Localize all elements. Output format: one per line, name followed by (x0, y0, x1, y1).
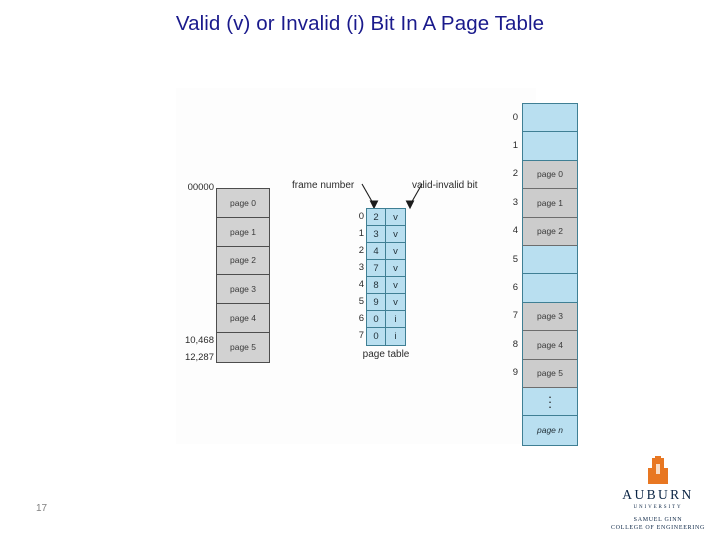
auburn-tower-icon (606, 456, 710, 486)
physical-frame-cell-page-n: page n (523, 416, 577, 445)
auburn-university-label: UNIVERSITY (633, 505, 683, 510)
page-table-frame: 0 (367, 311, 386, 327)
page-table-index: 2 (358, 245, 364, 256)
frame-index: 3 (512, 196, 518, 208)
page-table-row: 8 v (367, 277, 405, 294)
page-table-frame: 8 (367, 277, 386, 293)
frame-number-label: frame number (292, 180, 355, 191)
logical-address-top: 00000 (187, 182, 214, 193)
page-table-index: 4 (358, 279, 364, 290)
auburn-wordmark: AUBURN (622, 487, 694, 502)
logical-page-cell: page 5 (217, 332, 269, 362)
page-table-row: 9 v (367, 294, 405, 311)
frame-index: 6 (512, 282, 518, 294)
page-table-index: 3 (358, 262, 364, 273)
frame-index: 5 (512, 253, 518, 265)
frame-index (506, 387, 518, 415)
auburn-logo: AUBURN UNIVERSITY SAMUEL GINN COLLEGE OF… (606, 456, 710, 531)
logical-page-cell: page 0 (217, 189, 269, 218)
page-table: 2 v 3 v 4 v 7 v 8 v 9 v 0 i 0 i (366, 208, 406, 346)
physical-frame-label: page n (537, 425, 563, 436)
page-table-index: 6 (358, 313, 364, 324)
page-table-frame: 2 (367, 209, 386, 225)
page-table-row: 4 v (367, 243, 405, 260)
page-table-frame: 0 (367, 328, 386, 345)
page-table-frame: 9 (367, 294, 386, 310)
frame-index: 2 (512, 168, 518, 180)
page-table-frame: 7 (367, 260, 386, 276)
college-line-2: COLLEGE OF ENGINEERING (610, 525, 706, 531)
page-table-row: 7 v (367, 260, 405, 277)
pointer-arrows (361, 183, 423, 210)
physical-frame-index-column: 0 1 2 3 4 5 6 7 8 9 (506, 103, 518, 444)
page-table-frame: 3 (367, 226, 386, 242)
frame-index: 7 (512, 310, 518, 322)
page-table-validbit: v (386, 294, 405, 310)
frame-index: 1 (512, 140, 518, 152)
vertical-ellipsis-icon: ··· (523, 387, 577, 417)
physical-frame-cell: page 4 (523, 331, 577, 360)
page-table-validbit: v (386, 209, 405, 225)
page-table-row: 0 i (367, 311, 405, 328)
page-table-validbit: v (386, 226, 405, 242)
physical-memory-column: page 0 page 1 page 2 page 3 page 4 page … (522, 103, 578, 446)
page-table-index: 0 (358, 211, 364, 222)
logical-memory-column: page 0 page 1 page 2 page 3 page 4 page … (216, 188, 270, 363)
frame-index: 9 (512, 367, 518, 379)
page-table-validbit: v (386, 243, 405, 259)
physical-frame-cell (523, 104, 577, 133)
logical-address-bottom: 12,287 (184, 352, 214, 363)
page-table-validbit: i (386, 311, 405, 327)
valid-invalid-bit-label: valid-invalid bit (412, 180, 478, 191)
page-table-row: 0 i (367, 328, 405, 345)
logical-page-cell: page 3 (217, 275, 269, 305)
frame-index: 0 (512, 111, 518, 123)
physical-frame-cell: page 3 (523, 302, 577, 332)
page-table-validbit: i (386, 328, 405, 345)
physical-frame-cell: page 5 (523, 359, 577, 388)
page-table-validbit: v (386, 277, 405, 293)
physical-frame-cell: page 1 (523, 189, 577, 218)
page-table-index: 7 (358, 330, 364, 341)
slide-page-number: 17 (36, 503, 48, 514)
page-table-index-column: 0 1 2 3 4 5 6 7 (352, 208, 364, 344)
page-table-validbit: v (386, 260, 405, 276)
page-table-row: 2 v (367, 209, 405, 226)
college-line-1: SAMUEL GINN (633, 517, 683, 523)
logical-page-cell: page 1 (217, 217, 269, 247)
physical-frame-cell: page 2 (523, 217, 577, 246)
logical-address-mid: 10,468 (184, 335, 214, 346)
page-title: Valid (v) or Invalid (i) Bit In A Page T… (175, 12, 545, 35)
physical-frame-cell (523, 132, 577, 161)
logical-page-cell: page 4 (217, 304, 269, 333)
frame-index (506, 415, 518, 443)
physical-frame-cell (523, 274, 577, 303)
page-table-index: 1 (358, 228, 364, 239)
physical-frame-cell: page 0 (523, 160, 577, 190)
frame-index: 4 (512, 225, 518, 237)
page-table-index: 5 (358, 296, 364, 307)
page-table-row: 3 v (367, 226, 405, 243)
page-table-caption: page table (362, 349, 410, 360)
logical-page-cell: page 2 (217, 246, 269, 276)
physical-frame-cell (523, 245, 577, 275)
page-table-frame: 4 (367, 243, 386, 259)
frame-index: 8 (512, 338, 518, 350)
